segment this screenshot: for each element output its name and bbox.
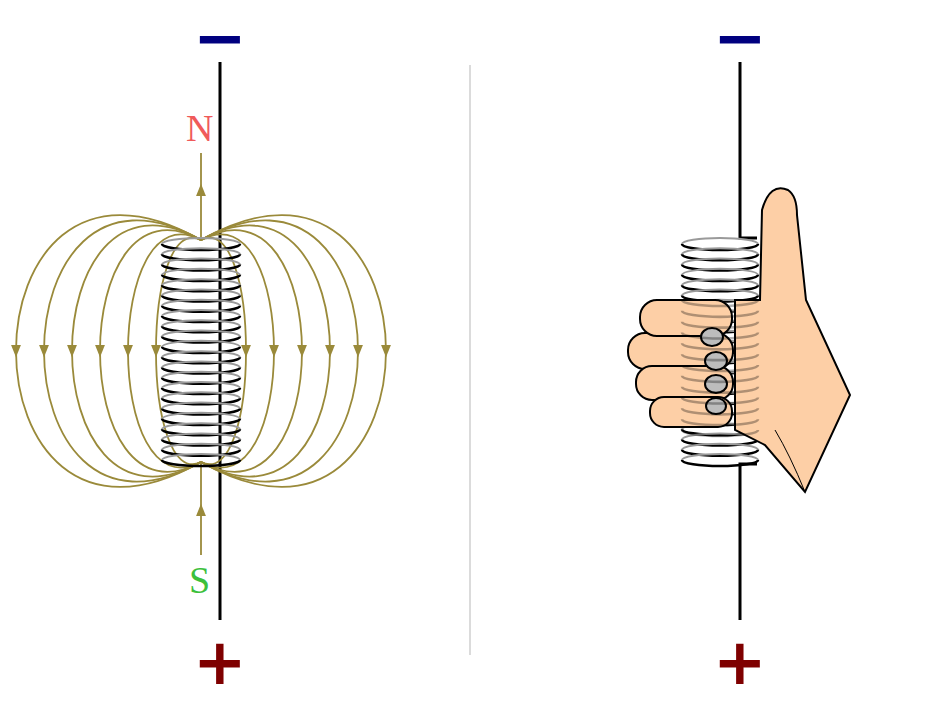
winding-back bbox=[682, 238, 758, 244]
positive-terminal: + bbox=[193, 630, 247, 694]
winding bbox=[682, 460, 758, 466]
winding-back bbox=[162, 238, 240, 244]
north-pole-label: N bbox=[186, 109, 213, 147]
negative-terminal: − bbox=[193, 6, 247, 70]
winding-back bbox=[682, 248, 758, 254]
winding-back bbox=[162, 341, 240, 347]
field-line bbox=[201, 351, 358, 482]
winding bbox=[682, 300, 758, 306]
winding-back bbox=[682, 269, 758, 275]
winding-back bbox=[162, 454, 240, 460]
winding-back bbox=[162, 310, 240, 316]
winding-back bbox=[162, 444, 240, 450]
negative-terminal: − bbox=[713, 6, 767, 70]
winding bbox=[162, 460, 240, 466]
left-solenoid bbox=[16, 62, 386, 620]
winding-back bbox=[162, 433, 240, 439]
winding-back bbox=[162, 331, 240, 337]
winding bbox=[682, 322, 758, 328]
field-line bbox=[200, 462, 202, 510]
field-lines bbox=[16, 153, 386, 555]
winding-back bbox=[682, 259, 758, 265]
winding bbox=[682, 376, 758, 382]
field-line bbox=[44, 351, 201, 482]
winding-back bbox=[162, 372, 240, 378]
field-line bbox=[200, 190, 202, 240]
winding-back bbox=[162, 279, 240, 285]
winding-back bbox=[162, 269, 240, 275]
winding-back bbox=[162, 248, 240, 254]
winding-back bbox=[682, 279, 758, 285]
winding-back bbox=[162, 361, 240, 367]
field-line bbox=[200, 510, 202, 555]
winding-back bbox=[162, 351, 240, 357]
winding-back bbox=[162, 320, 240, 326]
positive-terminal: + bbox=[713, 630, 767, 694]
coil-windings bbox=[162, 238, 240, 466]
winding-back bbox=[682, 289, 758, 295]
winding-back bbox=[162, 413, 240, 419]
winding-back bbox=[162, 289, 240, 295]
winding bbox=[682, 343, 758, 349]
winding bbox=[682, 387, 758, 393]
winding bbox=[682, 365, 758, 371]
right-solenoid bbox=[628, 62, 850, 620]
winding-back bbox=[162, 259, 240, 265]
winding-back bbox=[682, 454, 758, 460]
winding bbox=[682, 430, 758, 436]
winding bbox=[682, 398, 758, 404]
south-pole-label: S bbox=[189, 561, 210, 599]
field-line bbox=[200, 153, 202, 190]
winding bbox=[682, 408, 758, 414]
winding-back bbox=[162, 392, 240, 398]
right-hand bbox=[628, 188, 850, 492]
winding bbox=[682, 419, 758, 425]
winding-back bbox=[162, 403, 240, 409]
coil-windings-through-hand bbox=[682, 300, 758, 436]
winding-back bbox=[162, 423, 240, 429]
winding-back bbox=[162, 300, 240, 306]
winding-back bbox=[682, 444, 758, 450]
winding bbox=[682, 354, 758, 360]
winding bbox=[682, 333, 758, 339]
divider bbox=[469, 65, 471, 655]
winding bbox=[682, 311, 758, 317]
winding-back bbox=[162, 382, 240, 388]
